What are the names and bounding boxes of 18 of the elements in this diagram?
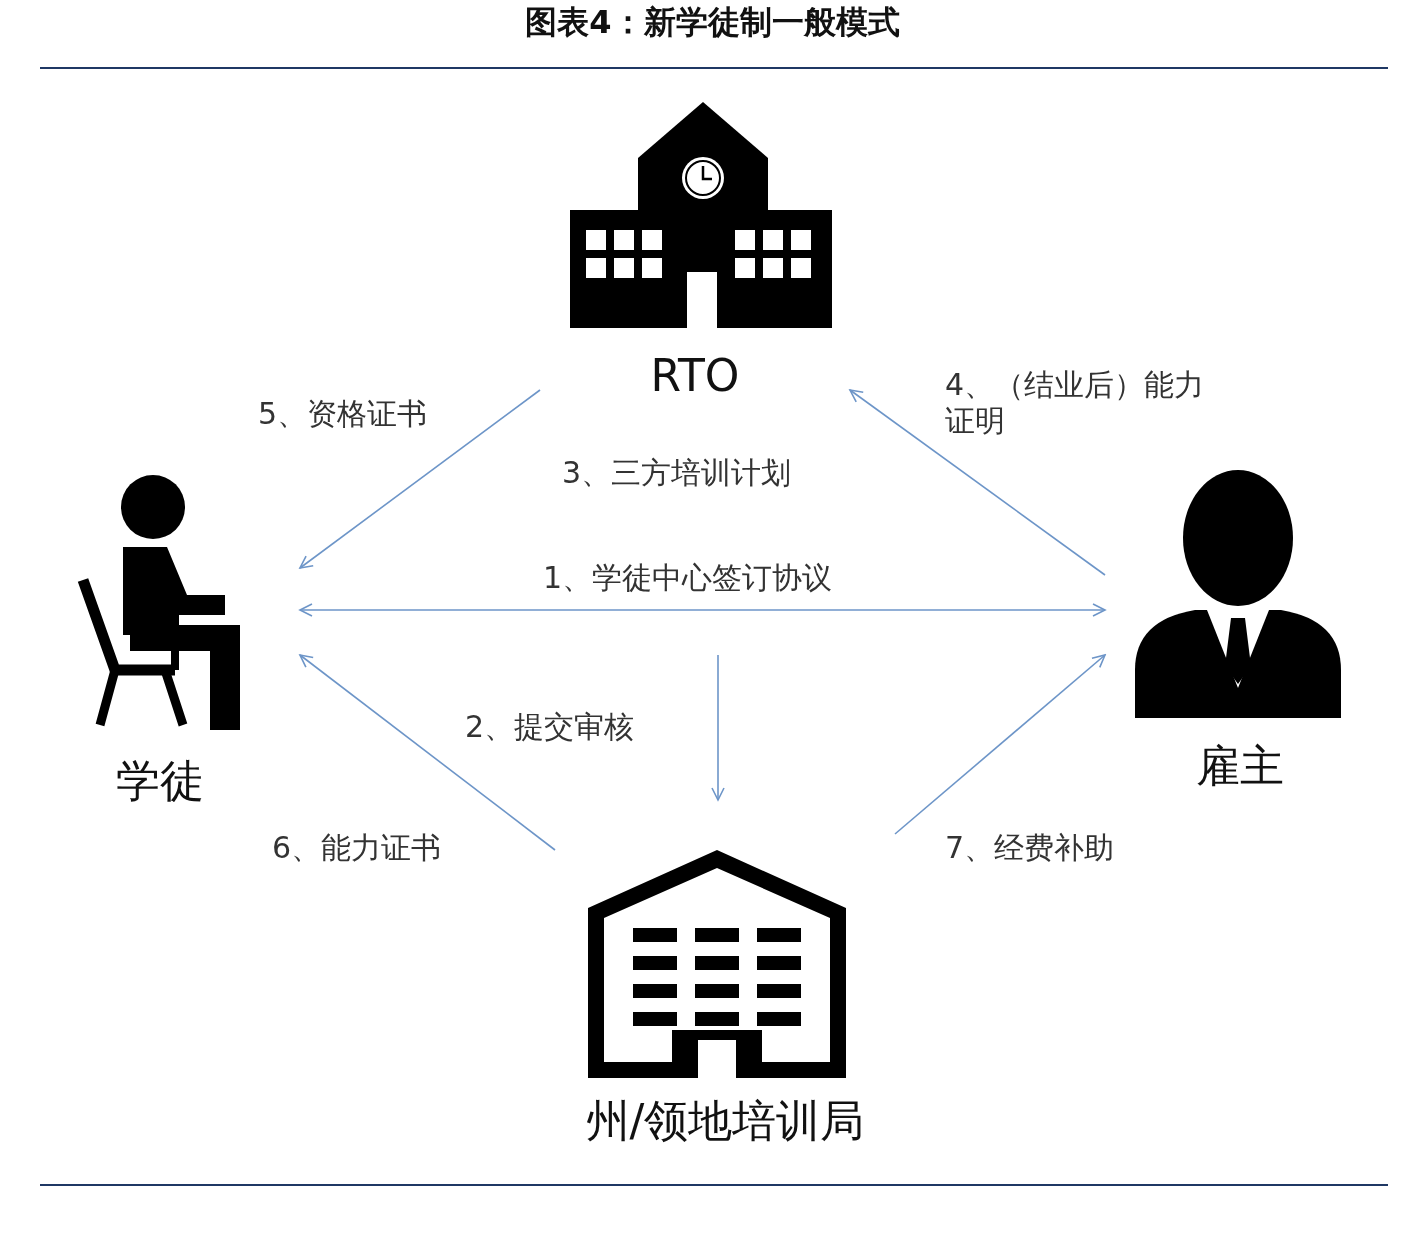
arrow <box>849 389 1106 576</box>
step-label: 3、三方培训计划 <box>562 455 792 491</box>
edge-label: 6、能力证书 <box>272 830 442 866</box>
arrow <box>711 654 725 801</box>
arrow <box>299 654 556 851</box>
edge-label: 2、提交审核 <box>465 709 635 745</box>
node-label: 雇主 <box>1195 740 1285 792</box>
node-label: 学徒 <box>115 755 205 807</box>
arrow <box>299 603 1106 617</box>
title: 图表4：新学徒制一般模式 <box>524 4 901 40</box>
edge-label: 5、资格证书 <box>258 396 428 432</box>
edge-label: 7、经费补助 <box>945 830 1115 866</box>
node-label: 州/领地培训局 <box>584 1095 866 1147</box>
edge-label: 1、学徒中心签订协议 <box>543 560 833 596</box>
edge-label: 4、（结业后）能力证明 <box>945 367 1206 439</box>
node-label: RTO <box>649 350 741 402</box>
arrow <box>894 654 1106 835</box>
arrow <box>299 389 541 569</box>
